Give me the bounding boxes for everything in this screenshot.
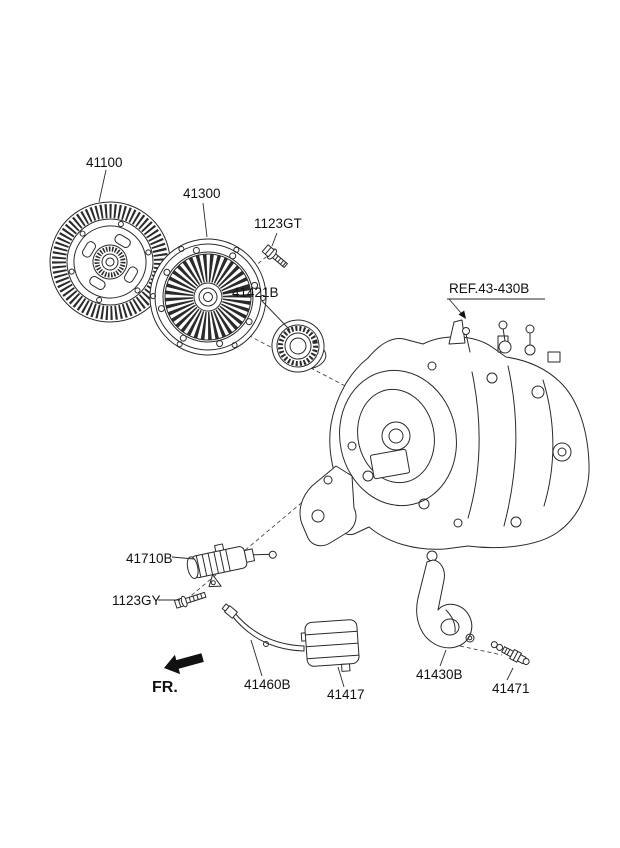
label-release-cylinder: 41710B — [126, 551, 173, 566]
ref-arrow-target-boss — [448, 319, 466, 345]
label-release-fork: 41430B — [416, 667, 463, 682]
leader-lines — [98, 169, 545, 688]
cylinder-bolt — [173, 591, 207, 609]
clutch-disc — [49, 201, 171, 323]
front-direction-arrow — [164, 653, 204, 675]
part-labels: 41100 41300 1123GT 41421B REF.43-430B 41… — [86, 155, 530, 702]
transaxle-case — [299, 319, 590, 550]
switch — [490, 641, 530, 666]
label-clutch-disc: 41100 — [86, 155, 123, 170]
label-clutch-tube: 41460B — [244, 677, 291, 692]
label-cover-bolt: 1123GT — [254, 216, 302, 231]
cover-bolt — [261, 244, 288, 268]
label-clutch-cover: 41300 — [183, 186, 221, 201]
label-cylinder-bolt: 1123GY — [112, 593, 161, 608]
mount-bracket — [299, 465, 357, 547]
damper — [300, 619, 360, 672]
label-release-bearing: 41421B — [232, 285, 279, 300]
clutch-cover — [149, 238, 267, 356]
release-fork — [416, 550, 475, 649]
ref-arrowhead — [458, 310, 466, 319]
clutch-tube — [221, 603, 305, 652]
label-damper: 41417 — [327, 687, 365, 702]
release-bearing — [271, 319, 327, 373]
label-ref-transaxle: REF.43-430B — [449, 281, 529, 296]
label-front-marker: FR. — [152, 679, 178, 696]
label-switch: 41471 — [492, 681, 530, 696]
release-cylinder — [186, 543, 277, 588]
